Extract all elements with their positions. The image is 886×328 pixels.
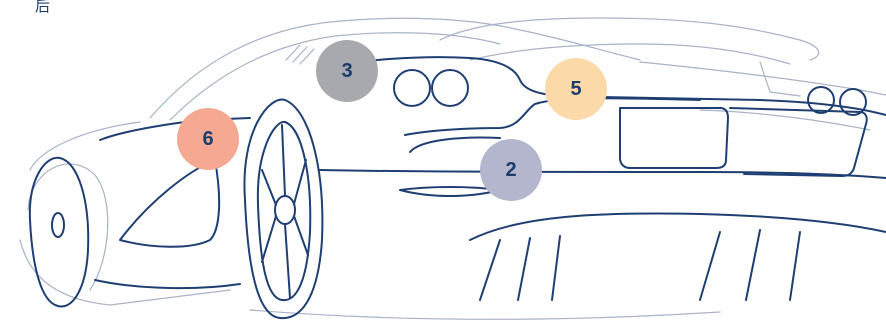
diffuser-slot: [400, 187, 500, 196]
callout-number: 3: [341, 60, 352, 83]
side-intake: [120, 160, 219, 247]
callout-number: 6: [202, 128, 213, 151]
callout-number: 2: [505, 159, 516, 182]
rear-diffuser-upper: [470, 213, 886, 240]
diffuser-fin-5: [746, 230, 760, 300]
side-vent-lines: [286, 45, 314, 64]
ground-shadow: [250, 310, 720, 319]
rear-wheel-inner: [258, 122, 310, 300]
rear-bumper-line: [320, 170, 886, 178]
rear-wing-lower: [470, 44, 790, 64]
callout-marker-3[interactable]: 3: [316, 40, 378, 102]
callout-marker-6[interactable]: 6: [177, 108, 239, 170]
tail-light-ring-right: [432, 70, 468, 106]
front-left-wheel-light: [28, 164, 108, 290]
diffuser-fin-1: [480, 240, 500, 300]
rocker-line: [95, 280, 240, 288]
diffuser-fin-4: [700, 232, 720, 300]
left-lower-side: [20, 240, 230, 305]
callout-marker-5[interactable]: 5: [545, 58, 607, 120]
view-label: 后: [35, 0, 50, 16]
rear-wing-upper: [440, 18, 819, 60]
diffuser-fin-6: [790, 232, 800, 300]
diffuser-fin-3: [552, 236, 560, 300]
rear-wheel-spokes: [262, 125, 308, 298]
license-plate-recess: [620, 108, 728, 168]
diffuser-fin-2: [518, 238, 530, 300]
callout-number: 5: [570, 78, 581, 101]
wing-strut: [760, 62, 800, 96]
rear-wheel-hub: [275, 196, 295, 224]
front-wheel-hub: [52, 213, 64, 237]
exhaust-ring-1: [808, 87, 834, 113]
tail-light-ring-left: [394, 70, 430, 106]
callout-marker-2[interactable]: 2: [480, 139, 542, 201]
